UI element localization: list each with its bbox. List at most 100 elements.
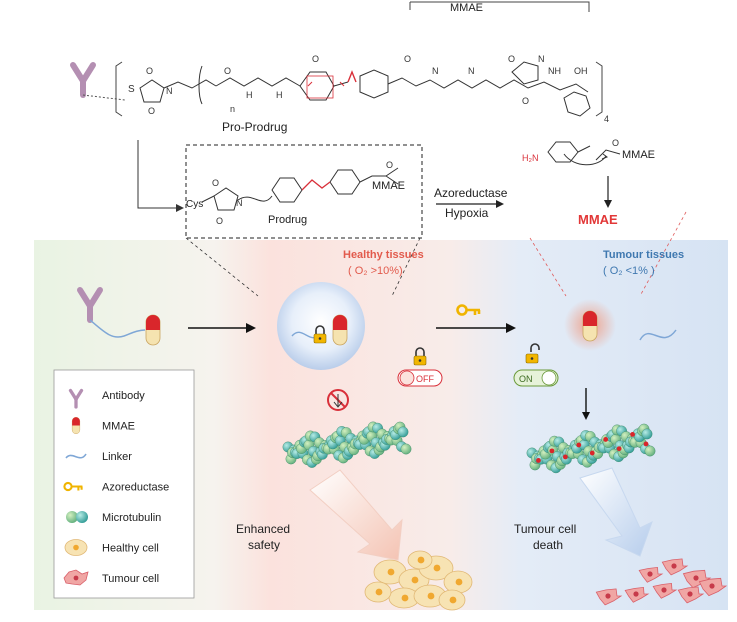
prodrug-atom-o-2: O xyxy=(216,216,223,226)
tumour-death-line1: Tumour cell xyxy=(514,522,576,536)
bound-mmae-dot xyxy=(616,446,622,452)
mmae-icon xyxy=(71,416,81,435)
atom-o-1: O xyxy=(146,66,153,76)
atom-n-3: N xyxy=(468,66,475,76)
cys-label: Cys xyxy=(186,199,203,210)
atom-h-1: H xyxy=(246,90,253,100)
tumour-cell xyxy=(677,586,705,604)
legend-item-microtubulin: Microtubulin xyxy=(66,511,161,524)
prodrug-atom-o-3: O xyxy=(386,160,393,170)
legend-item-azoreductase: Azoreductase xyxy=(63,482,169,494)
legend-label-healthy-cell: Healthy cell xyxy=(102,543,159,555)
tumour-cell xyxy=(698,577,728,597)
microtubulin-icon xyxy=(66,511,88,523)
on-label: ON xyxy=(519,374,533,384)
pro-prodrug-label: Pro-Prodrug xyxy=(222,120,287,134)
legend-label-tumour-cell: Tumour cell xyxy=(102,573,159,585)
released-mmae-label: MMAE xyxy=(578,212,618,227)
aniline-atom-o: O xyxy=(612,138,619,148)
legend-item-antibody: Antibody xyxy=(68,388,145,409)
self-immolative-aniline: H₂N O MMAE xyxy=(522,138,655,166)
mmae-bracket-label: MMAE xyxy=(450,2,483,14)
atom-o-2: O xyxy=(148,106,155,116)
legend-label-mmae: MMAE xyxy=(102,421,135,433)
healthy-cell-icon xyxy=(64,539,88,556)
atom-o-6: O xyxy=(508,54,515,64)
healthy-cell xyxy=(407,550,433,570)
off-label: OFF xyxy=(416,374,434,384)
adc-construct xyxy=(80,290,161,346)
enhanced-label-line2: safety xyxy=(248,538,280,552)
microtubule-bead xyxy=(397,426,409,438)
tumour-cell xyxy=(595,588,623,606)
atom-n-4: N xyxy=(538,54,545,64)
legend-label-azoreductase: Azoreductase xyxy=(102,482,169,494)
tumour-cell-cluster xyxy=(595,558,728,606)
linker-icon xyxy=(65,453,87,459)
adc-linker-icon xyxy=(89,319,146,338)
free-mmae-icon xyxy=(582,310,598,342)
legend-label-linker: Linker xyxy=(102,451,132,463)
microtubule-bead xyxy=(400,443,412,455)
healthy-title: Healthy tissues xyxy=(343,249,424,261)
legend-box xyxy=(53,369,195,599)
tumour-cell xyxy=(661,558,689,576)
legend-item-tumour-cell: Tumour cell xyxy=(63,569,159,586)
condition-hypoxia: Hypoxia xyxy=(445,206,489,220)
no-entry-icon xyxy=(327,389,349,411)
healthy-o2: ( O₂ >10%) xyxy=(348,265,403,277)
adc-mmae-icon xyxy=(145,314,161,346)
legend-item-linker: Linker xyxy=(65,451,132,463)
cleavage-arrowhead xyxy=(506,323,516,333)
tumour-cell xyxy=(652,582,678,599)
zoom-line-tumour-left xyxy=(529,237,567,297)
bound-mmae-dot xyxy=(562,454,568,460)
zoom-line-right xyxy=(391,237,421,297)
connector-line xyxy=(137,140,176,209)
pro-prodrug-structure: S O O N O H H O O N N O N O NH OH MMAE n… xyxy=(73,1,609,134)
tumour-cell-icon xyxy=(63,569,89,586)
atom-s: S xyxy=(128,84,135,95)
prodrug-box: O O N O Cys Prodrug MMAE xyxy=(185,144,423,239)
aniline-mmae-label: MMAE xyxy=(622,149,655,161)
subscript-4: 4 xyxy=(604,114,609,124)
prodrug-label: Prodrug xyxy=(268,214,307,226)
on-switch: ON xyxy=(513,343,559,387)
tumour-death-line2: death xyxy=(533,538,563,552)
atom-n-2: N xyxy=(432,66,439,76)
atom-oh: OH xyxy=(574,66,588,76)
legend-item-mmae: MMAE xyxy=(71,416,135,435)
legend-label-microtubulin: Microtubulin xyxy=(102,512,161,524)
tumour-down-arrowhead xyxy=(582,412,590,420)
subscript-n: n xyxy=(230,104,235,114)
tumour-cell xyxy=(638,566,664,583)
prodrug-mmae-label: MMAE xyxy=(372,180,405,192)
vesicle-mmae-icon xyxy=(332,314,348,346)
atom-n-1: N xyxy=(166,86,173,96)
bound-mmae-dot xyxy=(603,437,609,442)
release-arrowhead xyxy=(604,200,612,208)
tumour-cell xyxy=(682,569,712,589)
h2n-label: H₂N xyxy=(522,153,539,163)
off-switch: OFF xyxy=(397,347,443,387)
atom-nh: NH xyxy=(548,66,561,76)
bound-mmae-dot xyxy=(536,458,541,463)
tumour-title: Tumour tissues xyxy=(603,249,684,261)
reaction-arrowhead xyxy=(496,200,504,208)
prodrug-vesicle xyxy=(277,282,365,370)
healthy-cell xyxy=(443,570,473,594)
enhanced-label-line1: Enhanced xyxy=(236,522,290,536)
top-antibody-icon xyxy=(73,65,93,95)
healthy-cell xyxy=(413,584,447,608)
healthy-cell xyxy=(438,589,466,611)
prodrug-atom-n: N xyxy=(236,198,243,208)
bound-mmae-dot xyxy=(576,442,582,448)
healthy-cell xyxy=(364,581,392,603)
bound-mmae-dot xyxy=(549,448,555,454)
free-linker-icon xyxy=(639,329,677,341)
microtubule-bead xyxy=(641,428,653,440)
bound-mmae-dot xyxy=(643,441,649,447)
microtubule-tumour xyxy=(526,423,656,474)
microtubule-healthy xyxy=(282,421,412,468)
